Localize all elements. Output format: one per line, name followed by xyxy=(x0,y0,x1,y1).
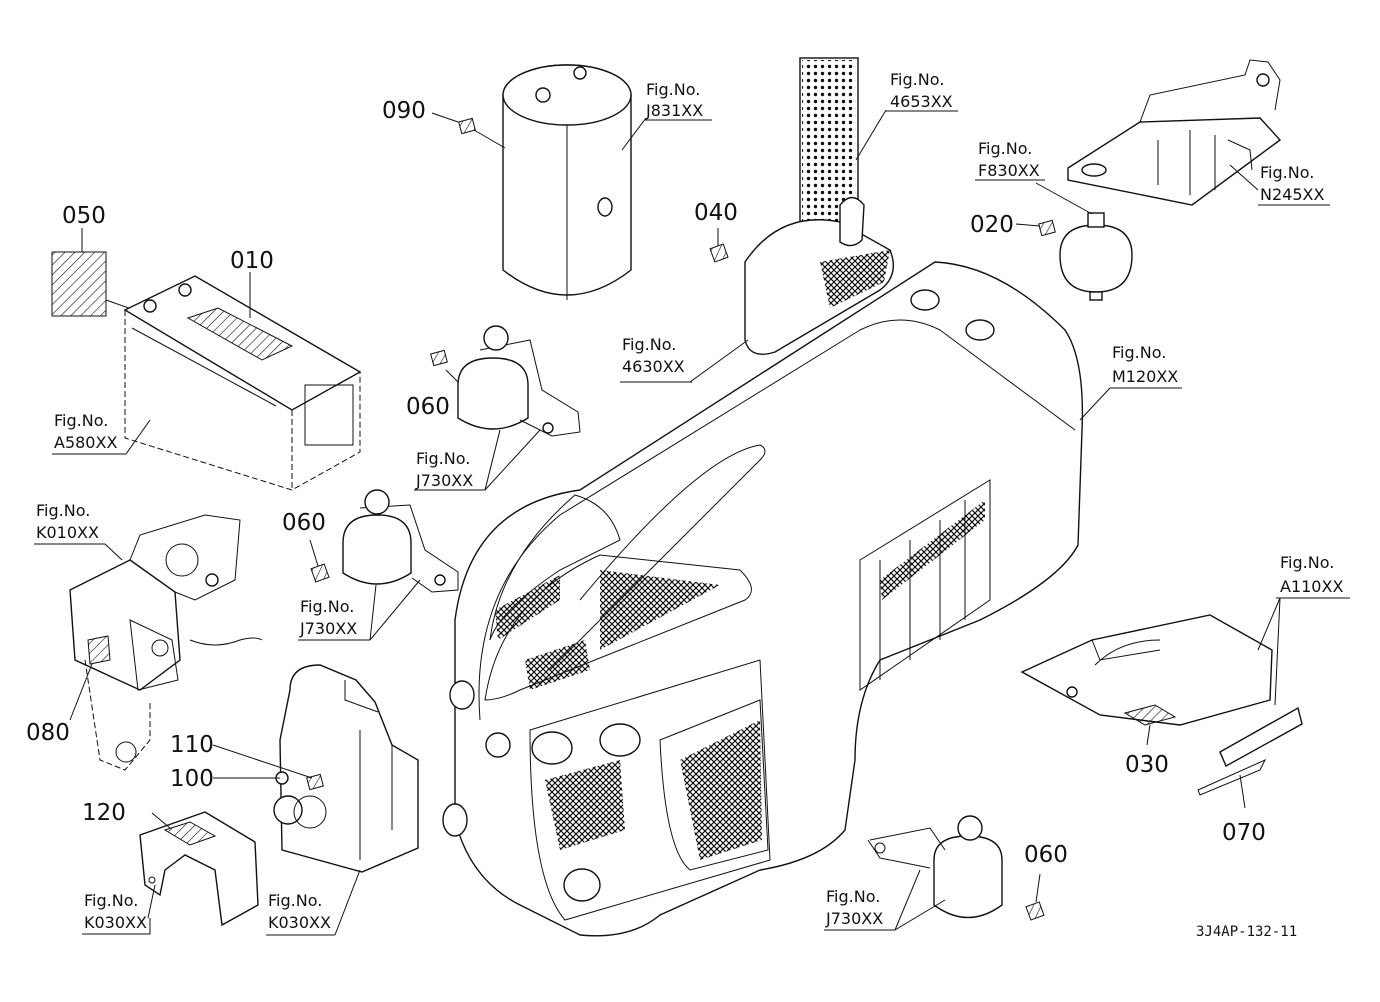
svg-text:Fig.No.: Fig.No. xyxy=(826,887,880,906)
exhaust-illustration xyxy=(689,57,894,383)
air-tank-illustration xyxy=(431,64,647,300)
battery-illustration xyxy=(123,272,362,491)
svg-text:Fig.No.: Fig.No. xyxy=(1280,553,1334,572)
svg-text:J730XX: J730XX xyxy=(825,909,883,928)
svg-text:Fig.No.: Fig.No. xyxy=(300,597,354,616)
part-number-030: 030 xyxy=(1125,752,1169,778)
svg-text:Fig.No.: Fig.No. xyxy=(54,411,108,430)
svg-text:4630XX: 4630XX xyxy=(622,357,685,376)
svg-text:M120XX: M120XX xyxy=(1112,367,1178,386)
svg-text:Fig.No.: Fig.No. xyxy=(978,139,1032,158)
svg-text:K030XX: K030XX xyxy=(84,913,147,932)
accumulator-j730-lower-illustration xyxy=(867,815,1045,931)
svg-text:K010XX: K010XX xyxy=(36,523,99,542)
fig-ref-4630: Fig.No. 4630XX xyxy=(620,335,692,383)
svg-text:Fig.No.: Fig.No. xyxy=(268,891,322,910)
fig-ref-j730-middle: Fig.No. J730XX xyxy=(298,597,370,641)
bracket-a110-illustration xyxy=(1020,597,1303,809)
fig-ref-j730-lower: Fig.No. J730XX xyxy=(824,887,895,931)
fig-ref-4653: Fig.No. 4653XX xyxy=(886,70,958,112)
svg-text:F830XX: F830XX xyxy=(978,161,1040,180)
drawing-code: 3J4AP-132-11 xyxy=(1196,924,1297,940)
part-number-060-lower: 060 xyxy=(1024,842,1068,868)
svg-text:Fig.No.: Fig.No. xyxy=(84,891,138,910)
svg-text:J730XX: J730XX xyxy=(415,471,473,490)
fig-ref-a580: Fig.No. A580XX xyxy=(52,411,151,455)
part-number-110: 110 xyxy=(170,732,214,758)
fig-ref-k010: Fig.No. K010XX xyxy=(34,501,123,561)
fig-ref-m120: Fig.No. M120XX xyxy=(1110,343,1182,389)
svg-text:A110XX: A110XX xyxy=(1280,577,1343,596)
fig-ref-j831: Fig.No. J831XX xyxy=(645,80,712,121)
gearbox-k030-illustration xyxy=(212,664,419,936)
bracket-k030-illustration xyxy=(139,811,259,927)
accumulator-020-illustration xyxy=(1015,182,1133,301)
part-number-040: 040 xyxy=(694,200,738,226)
svg-text:Fig.No.: Fig.No. xyxy=(890,70,944,89)
svg-text:N245XX: N245XX xyxy=(1260,185,1324,204)
part-number-070: 070 xyxy=(1222,820,1266,846)
part-number-050: 050 xyxy=(62,203,106,229)
accumulator-j730-upper-illustration xyxy=(430,325,581,491)
part-number-060-upper: 060 xyxy=(406,394,450,420)
svg-text:J730XX: J730XX xyxy=(299,619,357,638)
svg-text:A580XX: A580XX xyxy=(54,433,117,452)
part-number-100: 100 xyxy=(170,766,214,792)
fig-ref-n245: Fig.No. N245XX xyxy=(1258,163,1330,206)
part-number-120: 120 xyxy=(82,800,126,826)
part-number-020: 020 xyxy=(970,212,1014,238)
accumulator-j730-middle-illustration xyxy=(309,489,459,641)
svg-text:J831XX: J831XX xyxy=(645,101,703,120)
part-number-060-middle: 060 xyxy=(282,510,326,536)
bracket-k010-illustration xyxy=(69,514,263,771)
bonnet-m120-illustration xyxy=(442,261,1111,937)
svg-text:Fig.No.: Fig.No. xyxy=(36,501,90,520)
svg-text:Fig.No.: Fig.No. xyxy=(646,80,700,99)
fig-ref-k030-left: Fig.No. K030XX xyxy=(82,891,151,935)
part-number-090: 090 xyxy=(382,98,426,124)
part-number-080: 080 xyxy=(26,720,70,746)
fig-ref-f830: Fig.No. F830XX xyxy=(975,139,1045,181)
fig-ref-a110: Fig.No. A110XX xyxy=(1276,553,1350,599)
fig-ref-j730-upper: Fig.No. J730XX xyxy=(414,449,485,491)
svg-text:Fig.No.: Fig.No. xyxy=(1112,343,1166,362)
svg-text:K030XX: K030XX xyxy=(268,913,331,932)
fig-ref-k030-right: Fig.No. K030XX xyxy=(266,891,335,936)
bracket-n245-illustration xyxy=(1067,59,1282,206)
decal-050 xyxy=(51,228,141,317)
part-number-010: 010 xyxy=(230,248,274,274)
svg-text:Fig.No.: Fig.No. xyxy=(1260,163,1314,182)
svg-text:Fig.No.: Fig.No. xyxy=(622,335,676,354)
svg-text:4653XX: 4653XX xyxy=(890,92,953,111)
svg-text:Fig.No.: Fig.No. xyxy=(416,449,470,468)
